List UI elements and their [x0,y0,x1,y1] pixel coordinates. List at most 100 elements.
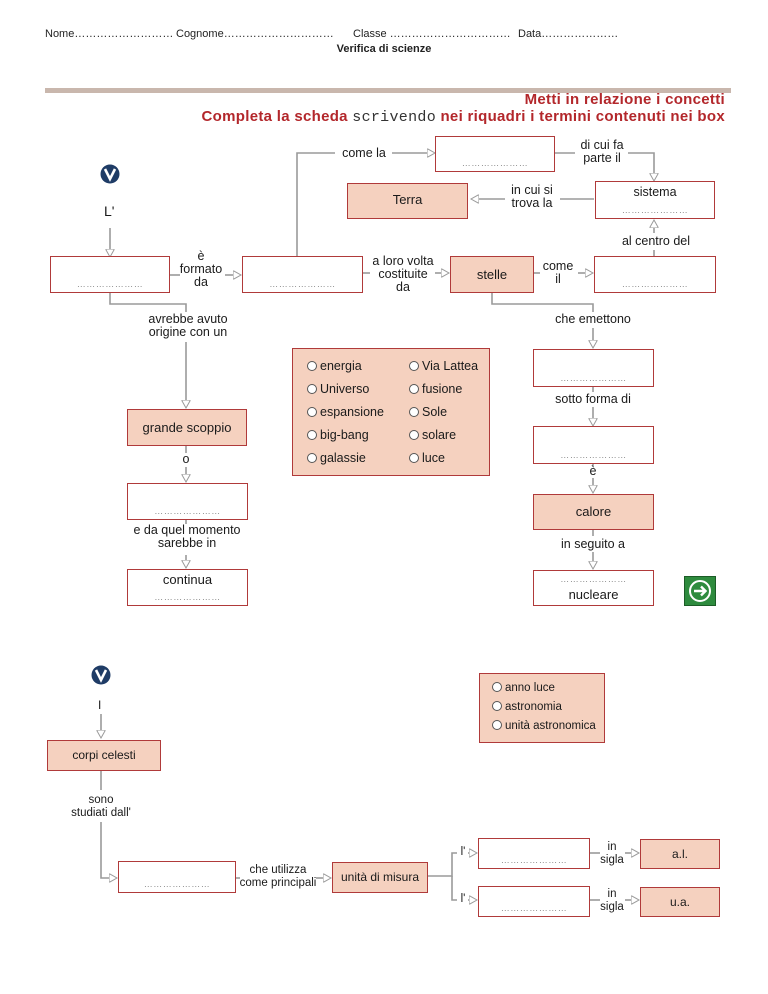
box-terra: Terra [347,183,468,219]
blank-box-via-lattea[interactable]: ………………… [435,136,555,172]
option-universo[interactable]: Universo [307,382,369,396]
label-o: o [182,452,190,466]
data-field[interactable]: Data………………… [518,28,619,40]
option-text: luce [422,451,445,465]
blank-dots: ………………… [76,279,144,289]
box-continua-label: continua [162,572,213,587]
option-galassie[interactable]: galassie [307,451,366,465]
label-text: in sigla [600,841,624,866]
option-text: energia [320,359,362,373]
blank-box-sole[interactable]: ………………… [594,256,716,293]
radio-icon [307,407,317,417]
label-l-2: l' [460,893,466,905]
option-anno-luce[interactable]: anno luce [492,682,555,694]
next-arrow-icon[interactable] [684,576,716,606]
label-al-centro-del: al centro del [621,234,691,248]
banner-stripe [45,88,731,93]
start-label-l: L' [104,203,115,219]
blank-dots: ………………… [560,373,627,383]
start-marker-icon [100,164,120,184]
option-text: espansione [320,405,384,419]
blank-box-astronomia[interactable]: ………………… [118,861,236,893]
instructions-part-3: nei riquadri i termini contenuti nei box [436,108,725,125]
classe-field[interactable]: Classe …………………………… [353,28,511,40]
blank-dots: ………………… [154,506,221,516]
radio-icon [409,430,419,440]
nome-field[interactable]: Nome……………………… [45,28,174,40]
instructions-part-2: scrivendo [352,109,436,126]
instructions-part-1: Completa la scheda [201,108,353,125]
blank-box-unita-astronomica[interactable]: ………………… [478,886,590,917]
label-e-formato-da: è formato da [177,250,225,289]
label-e: è [589,464,597,478]
box-calore-label: calore [575,504,612,519]
label-sono-studiati: sono studiati dall' [66,794,136,820]
box-unita-di-misura: unità di misura [332,862,428,893]
box-stelle-label: stelle [476,267,508,282]
label-avrebbe-avuto: avrebbe avuto origine con un [136,313,240,339]
option-astronomia[interactable]: astronomia [492,701,562,713]
box-corpi-celesti-label: corpi celesti [72,748,136,762]
banner-heading: Metti in relazione i concetti [524,91,725,108]
label-e-da-quel-momento: e da quel momento sarebbe in [128,524,246,550]
blank-box-universo[interactable]: ………………… [50,256,170,293]
blank-box-luce[interactable]: ………………… [533,426,654,464]
blank-dots: ………………… [500,855,568,865]
box-al: a.l. [640,839,720,869]
box-nucleare-label: nucleare [568,587,619,602]
blank-box-galassie[interactable]: ………………… [242,256,363,293]
blank-dots: ………………… [154,592,221,602]
box-sistema[interactable]: sistema ………………… [595,181,715,219]
option-via-lattea[interactable]: Via Lattea [409,359,478,373]
page-title: Verifica di scienze [336,43,432,55]
option-big-bang[interactable]: big-bang [307,428,369,442]
option-luce[interactable]: luce [409,451,445,465]
blank-dots: ………………… [269,279,336,289]
blank-box-anno-luce[interactable]: ………………… [478,838,590,869]
radio-icon [409,453,419,463]
option-energia[interactable]: energia [307,359,362,373]
label-come-la: come la [342,146,386,160]
option-sole[interactable]: Sole [409,405,447,419]
blank-box-energia[interactable]: ………………… [533,349,654,387]
blank-dots: ………………… [143,879,211,889]
option-solare[interactable]: solare [409,428,456,442]
box-nucleare[interactable]: ………………… nucleare [533,570,654,606]
option-unita-astronomica[interactable]: unità astronomica [492,720,596,732]
option-fusione[interactable]: fusione [409,382,462,396]
blank-dots: ………………… [560,574,627,584]
label-sotto-forma-di: sotto forma di [555,392,631,406]
cognome-field[interactable]: Cognome………………………… [176,28,334,40]
label-text: in sigla [600,888,624,913]
start-label-i: I [98,698,102,712]
label-text: come il [542,259,574,286]
option-espansione[interactable]: espansione [307,405,384,419]
radio-icon [307,384,317,394]
option-text: Universo [320,382,370,396]
option-text: solare [422,428,457,442]
blank-dots: ………………… [560,450,627,460]
radio-icon [492,701,502,711]
blank-box-big-bang[interactable]: ………………… [127,483,248,520]
option-text: astronomia [505,701,562,713]
blank-dots: ………………… [621,205,689,215]
box-calore: calore [533,494,654,530]
word-bank-2: anno luce astronomia unità astronomica [479,673,605,743]
option-text: Sole [422,405,448,419]
box-continua[interactable]: continua ………………… [127,569,248,606]
option-text: galassie [320,451,366,465]
blank-dots: ………………… [621,279,689,289]
label-in-sigla-2: in sigla [598,888,626,914]
radio-icon [492,720,502,730]
label-in-seguito-a: in seguito a [561,537,625,551]
radio-icon [492,682,502,692]
box-ua-label: u.a. [669,895,690,909]
box-terra-label: Terra [392,192,423,207]
label-text: avrebbe avuto origine con un [148,312,228,339]
box-grande-scoppio-label: grande scoppio [142,420,232,435]
label-che-utilizza: che utilizza come principali [236,864,320,890]
label-in-cui-si-trova: in cui si trova la [503,184,561,210]
box-sistema-label: sistema [633,185,677,199]
label-text: è formato da [179,249,223,289]
